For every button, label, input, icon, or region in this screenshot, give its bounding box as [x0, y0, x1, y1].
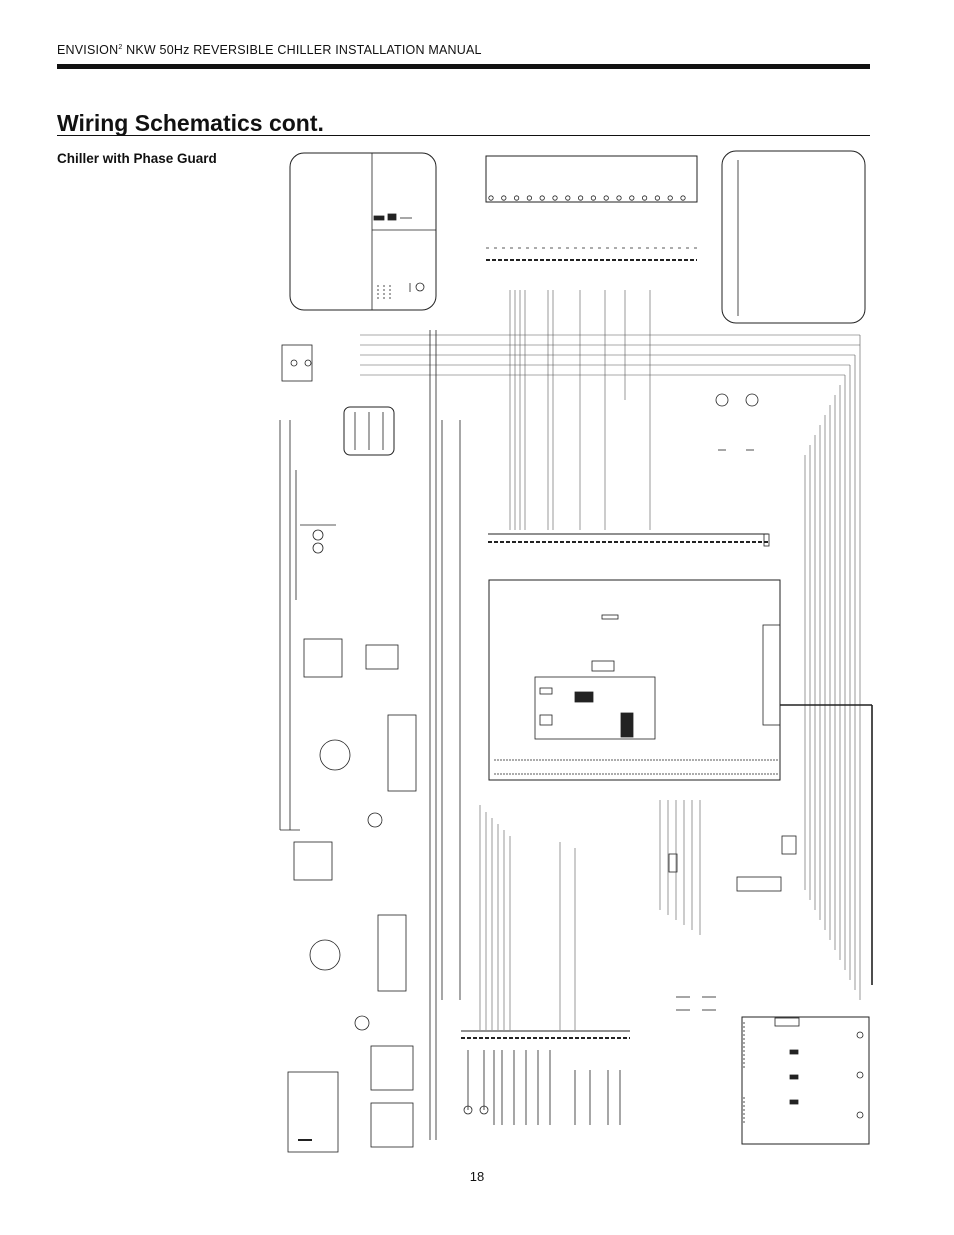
- terminal-point: [680, 195, 686, 201]
- manual-brand-superscript: 2: [118, 43, 123, 51]
- terminal-strip-top: [485, 155, 698, 261]
- title-rule: [57, 135, 870, 136]
- manual-brand: ENVISION: [57, 43, 119, 57]
- lower-wire-bundle: [479, 800, 701, 1030]
- terminal-point: [654, 195, 661, 201]
- control-board: [488, 579, 873, 985]
- terminal-point: [616, 195, 622, 201]
- page-title: Wiring Schematics cont.: [57, 110, 324, 136]
- terminal-point: [603, 195, 609, 201]
- terminal-strip-middle: [488, 533, 770, 547]
- terminal-point: [565, 195, 571, 201]
- terminal-point: [641, 195, 648, 201]
- terminal-strip-bottom: [461, 1030, 630, 1125]
- section-heading: Chiller with Phase Guard: [57, 151, 217, 166]
- manual-title: NKW 50Hz REVERSIBLE CHILLER INSTALLATION…: [122, 43, 482, 57]
- terminal-point: [590, 195, 597, 201]
- terminal-point: [667, 195, 673, 201]
- legend-box-left: [289, 152, 437, 311]
- legend-box-right: [721, 150, 866, 324]
- right-side-components: [668, 393, 797, 892]
- header-rule: [57, 64, 870, 69]
- sub-board: [676, 996, 870, 1145]
- terminal-point: [513, 195, 520, 201]
- terminal-point: [552, 195, 558, 201]
- terminal-point: [526, 195, 533, 201]
- page-number: 18: [469, 1169, 485, 1184]
- terminal-point: [539, 195, 545, 201]
- terminal-point: [629, 195, 635, 201]
- manual-header: ENVISION2 NKW 50Hz REVERSIBLE CHILLER IN…: [57, 43, 482, 57]
- terminal-point: [577, 195, 584, 201]
- power-section-left: [279, 330, 461, 1153]
- terminal-point: [501, 195, 507, 201]
- vertical-wire-bundle: [360, 290, 861, 1000]
